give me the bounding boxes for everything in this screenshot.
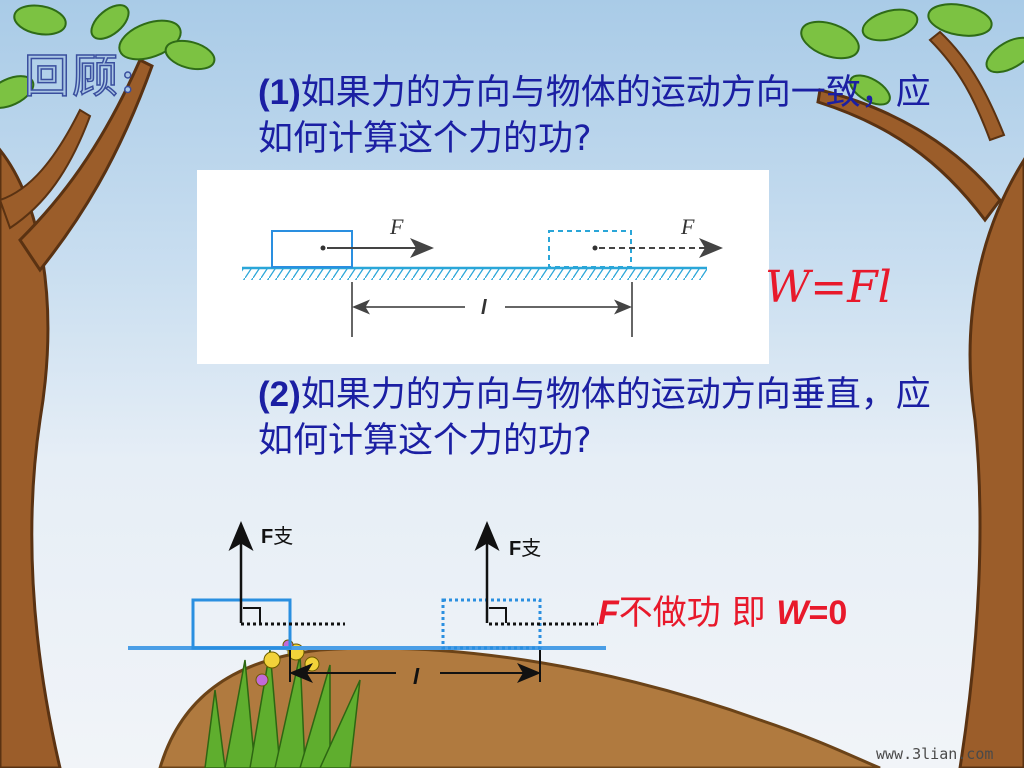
question-2: (2)如果力的方向与物体的运动方向垂直，应如何计算这个力的功? — [258, 372, 958, 464]
left-tree-trunk — [0, 147, 62, 768]
block-start-center — [320, 245, 326, 251]
right-tree-trunk — [958, 157, 1024, 768]
watermark: www.3lian.com — [876, 745, 994, 763]
question-1-number: (1) — [258, 73, 301, 112]
diagram-1-force-label-1: F — [390, 214, 404, 239]
formula-2-text: 不做功 即 — [618, 593, 777, 633]
diagram-1-distance-label: l — [481, 297, 487, 319]
left-tree-branch — [18, 57, 154, 273]
right-angle-mark-1 — [243, 607, 261, 623]
question-2-number: (2) — [258, 375, 301, 414]
block-end-center — [592, 245, 598, 251]
review-title: 回顾: — [23, 48, 138, 104]
left-tree-branch-2 — [0, 108, 92, 230]
right-angle-mark-2 — [489, 607, 507, 623]
formula-2-var: F — [598, 594, 619, 632]
left-leaves — [0, 4, 216, 109]
support-force-label-1: F支 — [261, 524, 294, 548]
diagram-2-distance-label: l — [413, 664, 420, 689]
right-leaves — [800, 3, 1024, 106]
question-2-text: 如果力的方向与物体的运动方向垂直，应如何计算这个力的功? — [258, 375, 931, 461]
right-tree-branch-2 — [928, 30, 1006, 142]
ground-hatch — [242, 268, 707, 280]
question-1-text: 如果力的方向与物体的运动方向一致，应如何计算这个力的功? — [258, 73, 931, 159]
formula-2-equals: =0 — [808, 594, 848, 632]
question-1: (1)如果力的方向与物体的运动方向一致，应如何计算这个力的功? — [258, 70, 958, 162]
grass — [204, 649, 361, 768]
diagram-1-panel: F F l — [197, 170, 769, 364]
diagram-1 — [242, 230, 723, 337]
right-tree-branch — [816, 88, 1002, 223]
formula-2-var2: W — [776, 594, 809, 632]
formula-work-parallel: W=Fl — [765, 262, 892, 313]
formula-work-perpendicular: F不做功 即 W=0 — [598, 585, 847, 634]
support-force-label-2: F支 — [509, 536, 542, 560]
diagram-1-force-label-2: F — [681, 214, 695, 239]
